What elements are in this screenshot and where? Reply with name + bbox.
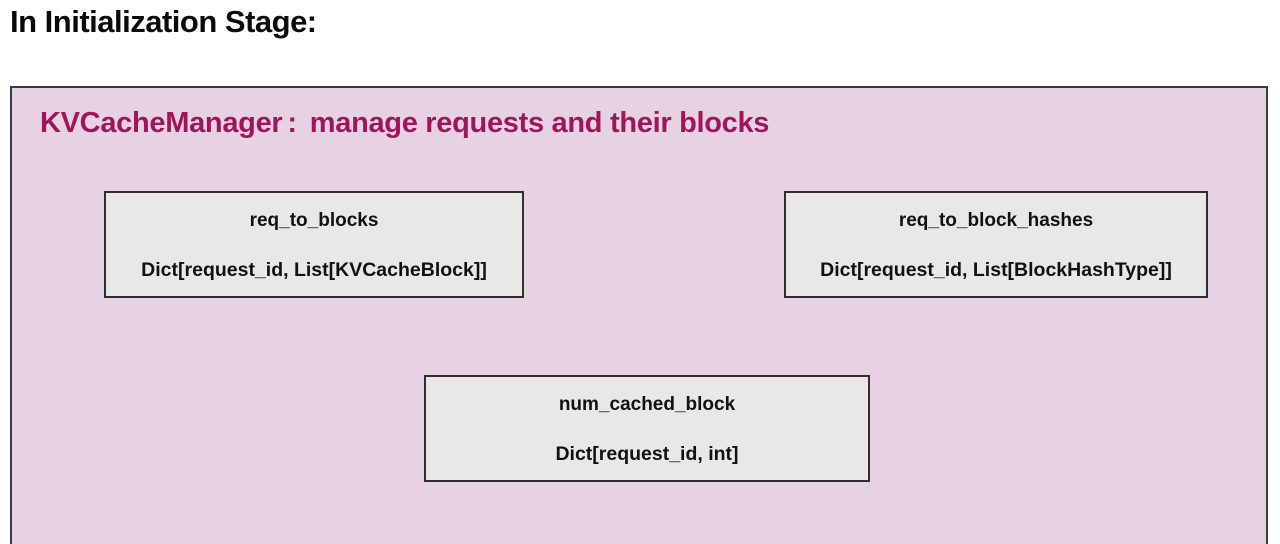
panel-heading-colon: : <box>287 107 297 139</box>
struct-box-req-to-blocks: req_to_blocks Dict[request_id, List[KVCa… <box>104 191 524 298</box>
struct-type: Dict[request_id, int] <box>555 443 739 465</box>
panel-heading-description: manage requests and their blocks <box>309 107 770 139</box>
struct-name: req_to_block_hashes <box>898 210 1094 231</box>
kvcachemanager-panel: KVCacheManager: manage requests and their… <box>10 86 1268 544</box>
struct-type: Dict[request_id, List[KVCacheBlock]] <box>141 259 487 281</box>
struct-name: req_to_blocks <box>249 210 379 231</box>
struct-name: num_cached_block <box>558 394 736 415</box>
struct-box-num-cached-block: num_cached_block Dict[request_id, int] <box>424 375 870 482</box>
panel-heading-name: KVCacheManager <box>40 107 283 139</box>
page-title: In Initialization Stage: <box>10 4 317 39</box>
struct-type: Dict[request_id, List[BlockHashType]] <box>820 259 1172 281</box>
panel-heading: KVCacheManager: manage requests and their… <box>40 107 769 140</box>
struct-box-req-to-block-hashes: req_to_block_hashes Dict[request_id, Lis… <box>784 191 1208 298</box>
